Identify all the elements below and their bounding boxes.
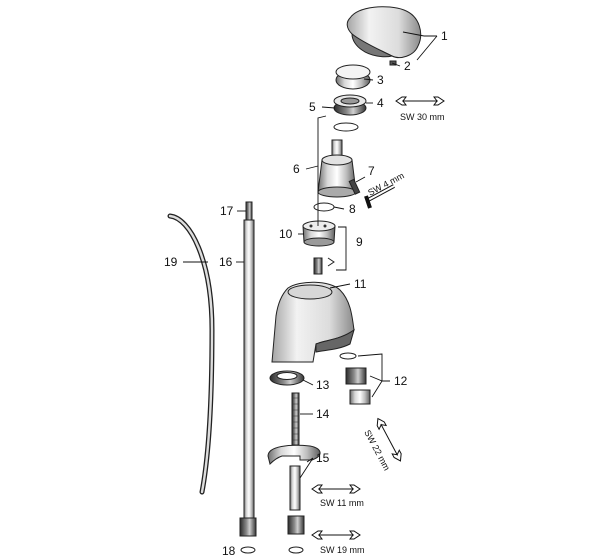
label-8: 8 <box>349 202 356 216</box>
cover-ring <box>335 64 371 90</box>
threaded-ring <box>333 94 367 116</box>
label-3: 3 <box>377 73 384 87</box>
wrench-sw19 <box>311 530 361 540</box>
curved-drain-rod <box>167 213 215 495</box>
washer-left <box>240 546 256 554</box>
label-15: 15 <box>316 451 330 465</box>
allen-key <box>364 184 395 209</box>
threaded-rod <box>291 392 300 446</box>
label-16: 16 <box>219 255 233 269</box>
label-12: 12 <box>394 374 408 388</box>
label-14: 14 <box>316 407 330 421</box>
hose-nut-right <box>287 515 305 535</box>
label-sw30: SW 30 mm <box>400 112 445 122</box>
allen-screw <box>348 178 361 195</box>
label-18: 18 <box>222 544 236 558</box>
flexible-hose <box>239 201 257 537</box>
cartridge <box>317 139 357 198</box>
washer-right <box>288 546 304 554</box>
label-10: 10 <box>279 227 293 241</box>
label-2: 2 <box>404 59 411 73</box>
wrench-sw22 <box>376 417 402 462</box>
aerator <box>339 352 371 405</box>
label-6: 6 <box>293 162 300 176</box>
wrench-sw11 <box>311 484 361 494</box>
part-number-labels: 1 2 3 4 5 6 7 8 9 10 11 12 13 14 15 16 1… <box>164 29 448 558</box>
lever-handle <box>346 6 422 59</box>
retaining-clip <box>313 202 335 212</box>
o-ring-small <box>333 122 359 132</box>
label-17: 17 <box>220 204 234 218</box>
label-sw11: SW 11 mm <box>320 498 364 508</box>
cartridge-base <box>302 220 336 247</box>
label-9: 9 <box>356 235 363 249</box>
leader-lines <box>183 31 438 479</box>
fixing-ring <box>269 370 305 386</box>
label-sw19: SW 19 mm <box>320 545 365 555</box>
label-7: 7 <box>368 164 375 178</box>
threaded-nipple <box>313 257 323 275</box>
label-13: 13 <box>316 378 330 392</box>
label-11: 11 <box>354 277 367 291</box>
label-5: 5 <box>309 100 316 114</box>
label-19: 19 <box>164 255 178 269</box>
seal-pieces <box>327 257 335 267</box>
label-4: 4 <box>377 96 384 110</box>
label-1: 1 <box>441 29 448 43</box>
label-sw22: SW 22 mm <box>362 428 392 472</box>
basin-mixer-body <box>271 281 355 363</box>
wrench-sw30 <box>395 96 445 106</box>
fixing-plate <box>267 444 321 511</box>
